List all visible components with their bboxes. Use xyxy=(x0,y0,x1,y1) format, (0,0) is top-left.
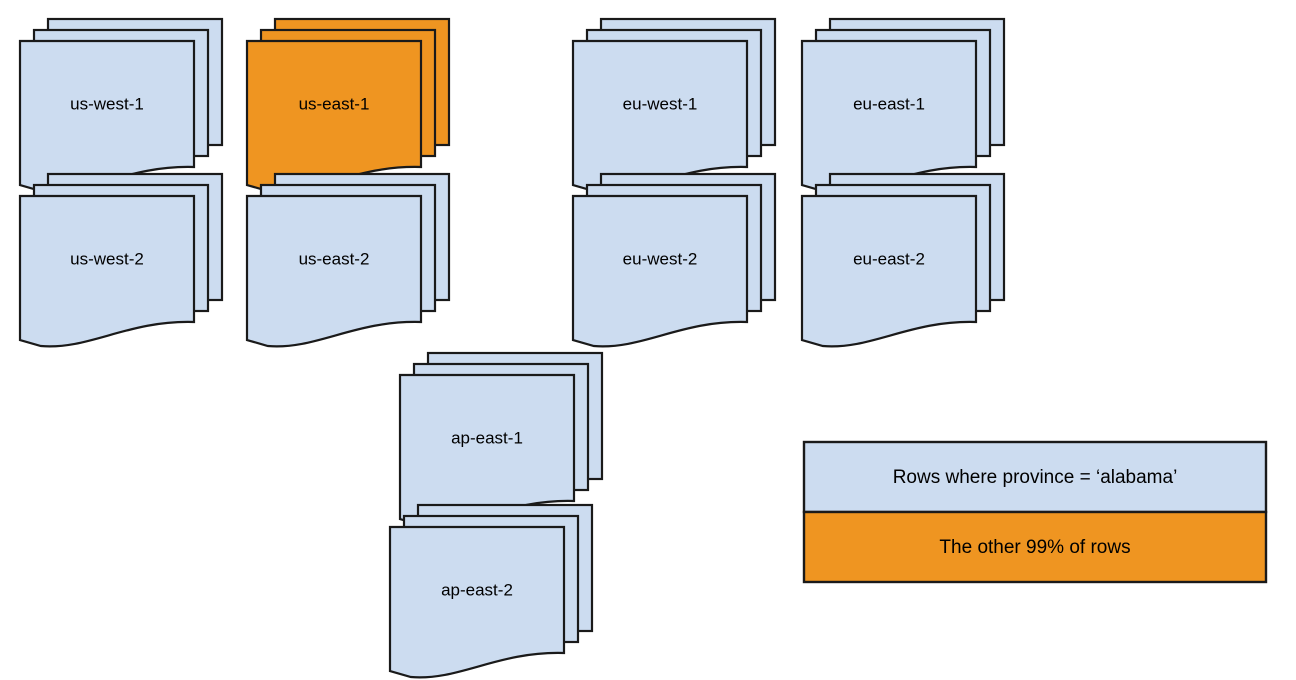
region-label: us-west-1 xyxy=(70,94,144,113)
stack-sheet-front xyxy=(800,39,978,193)
legend-row-blue-swatch xyxy=(802,440,1268,514)
stack-sheet-front xyxy=(571,39,749,193)
region-stack-us-west-1[interactable]: us-west-1 xyxy=(18,17,224,193)
region-label: us-east-1 xyxy=(299,94,370,113)
region-label: eu-west-1 xyxy=(623,94,698,113)
stack-sheet-front xyxy=(18,194,196,348)
stack-sheet-front xyxy=(398,373,576,527)
region-label: ap-east-1 xyxy=(451,428,523,447)
region-stack-eu-west-2[interactable]: eu-west-2 xyxy=(571,172,777,348)
stack-sheet-front xyxy=(18,39,196,193)
region-label: us-east-2 xyxy=(299,249,370,268)
stack-sheet-front xyxy=(571,194,749,348)
region-stack-eu-east-1[interactable]: eu-east-1 xyxy=(800,17,1006,193)
region-label: eu-west-2 xyxy=(623,249,698,268)
stack-sheet-front xyxy=(388,525,566,679)
legend-row-orange-label: The other 99% of rows xyxy=(939,537,1130,558)
region-label: eu-east-2 xyxy=(853,249,925,268)
stacks-group: us-west-1 us-east-1 eu-west-1 eu-east-1 us-w… xyxy=(18,17,1006,679)
region-stack-ap-east-1[interactable]: ap-east-1 xyxy=(398,351,604,527)
stack-sheet-front xyxy=(245,194,423,348)
region-stack-eu-west-1[interactable]: eu-west-1 xyxy=(571,17,777,193)
region-stack-ap-east-2[interactable]: ap-east-2 xyxy=(388,503,594,679)
legend-group: Rows where province = ‘alabama’ The other… xyxy=(802,440,1268,584)
stack-sheet-front xyxy=(245,39,423,193)
legend-row-blue-label: Rows where province = ‘alabama’ xyxy=(893,467,1178,488)
region-label: eu-east-1 xyxy=(853,94,925,113)
region-label: us-west-2 xyxy=(70,249,144,268)
region-stack-us-east-2[interactable]: us-east-2 xyxy=(245,172,451,348)
stack-sheet-front xyxy=(800,194,978,348)
region-stack-eu-east-2[interactable]: eu-east-2 xyxy=(800,172,1006,348)
region-stack-us-west-2[interactable]: us-west-2 xyxy=(18,172,224,348)
region-stack-us-east-1[interactable]: us-east-1 xyxy=(245,17,451,193)
region-label: ap-east-2 xyxy=(441,580,513,599)
legend-row-orange-swatch xyxy=(802,510,1268,584)
